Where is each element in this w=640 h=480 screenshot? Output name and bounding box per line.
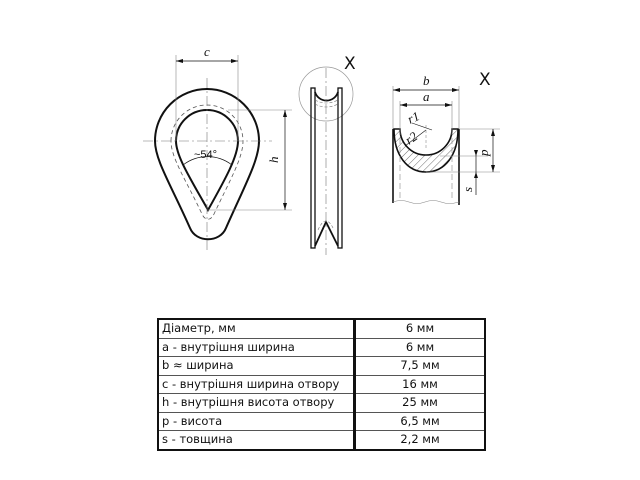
detail-x-circle xyxy=(298,66,354,122)
table-row: s - товщина 2,2 мм xyxy=(158,430,485,450)
table-row: c - внутрішня ширина отвору 16 мм xyxy=(158,375,485,394)
param-cell: h - внутрішня висота отвору xyxy=(158,393,356,413)
value-cell: 7,5 мм xyxy=(354,356,485,376)
detail-view xyxy=(392,86,500,205)
value-cell: 6 мм xyxy=(354,319,485,339)
param-cell: c - внутрішня ширина отвору xyxy=(158,375,356,394)
dimension-p-label: p xyxy=(476,149,491,157)
front-view xyxy=(143,55,292,250)
side-view xyxy=(298,66,354,255)
dimension-b-label: b xyxy=(423,73,430,88)
detail-marker-label: X xyxy=(344,54,356,74)
value-cell: 2,2 мм xyxy=(400,432,440,447)
table-row: h - внутрішня висота отвору 25 мм xyxy=(158,393,485,413)
param-cell: a - внутрішня ширина xyxy=(158,338,356,357)
table-row: p - висота 6,5 мм xyxy=(158,412,485,431)
dimension-a-label: a xyxy=(423,89,430,104)
param-cell: s - товщина xyxy=(158,430,356,450)
param-cell: b ≈ ширина xyxy=(158,356,356,376)
table-row: b ≈ ширина 7,5 мм xyxy=(158,356,485,376)
param-cell: Діаметр, мм xyxy=(158,319,356,339)
param-cell: p - висота xyxy=(158,412,356,431)
dimension-h-label: h xyxy=(266,157,281,164)
thimble-technical-drawing: c h ~54° X xyxy=(143,44,500,255)
value-cell: 6 мм xyxy=(354,338,485,357)
table-row: Діаметр, мм 6 мм xyxy=(158,319,485,339)
outer-contour xyxy=(153,88,261,241)
detail-title: X xyxy=(479,70,491,90)
groove-contour xyxy=(170,104,244,220)
angle-label: ~54° xyxy=(194,149,217,161)
dimension-s-label: s xyxy=(460,187,475,192)
spec-table: Діаметр, мм 6 мм a - внутрішня ширина 6 … xyxy=(157,318,486,451)
value-cell: 25 мм xyxy=(354,393,485,413)
table-row: a - внутрішня ширина 6 мм xyxy=(158,338,485,357)
radius-r1-label: r1 xyxy=(405,108,422,126)
value-cell: 16 мм xyxy=(354,375,485,394)
value-cell: 6,5 мм xyxy=(354,412,485,431)
dimension-c-label: c xyxy=(204,44,210,59)
